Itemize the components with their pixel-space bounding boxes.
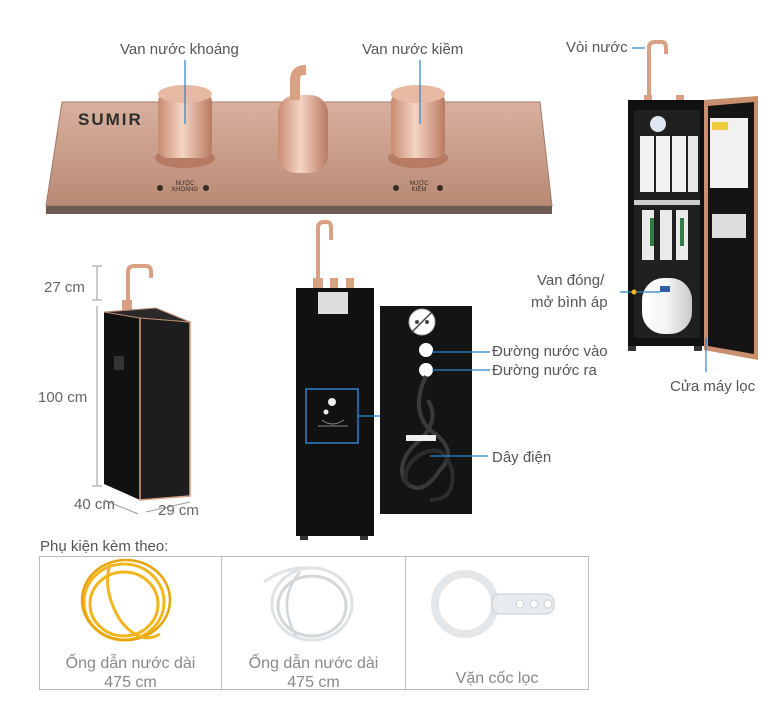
accessories-heading: Phụ kiện kèm theo: xyxy=(40,538,169,555)
accessory-name-line2: 475 cm xyxy=(104,674,157,691)
accessory-card: Ống dẫn nước dài 475 cm xyxy=(221,556,406,691)
cabinet-back-view xyxy=(296,220,380,540)
left-plate-text: NƯỚC KHOÁNG xyxy=(171,181,198,193)
connector-zoom xyxy=(380,306,490,514)
faucet-label: Vòi nước xyxy=(566,39,628,56)
yellow-tube-drawing xyxy=(80,558,172,642)
white-tube-drawing xyxy=(263,566,354,642)
cabinet-interior-view xyxy=(620,40,758,372)
accessory-card: Ống dẫn nước dài 475 cm xyxy=(39,556,222,691)
body-height-label: 100 cm xyxy=(38,389,88,406)
left-valve-knob xyxy=(155,85,215,168)
accessory-name-line1: Vặn cốc lọc xyxy=(455,670,539,687)
right-valve-knob xyxy=(388,85,448,168)
right-valve-label: Van nước kiềm xyxy=(362,41,464,58)
control-panel xyxy=(45,60,553,214)
width-label: 29 cm xyxy=(158,502,199,519)
depth-label: 40 cm xyxy=(74,496,115,513)
filter-door-label: Cửa máy lọc xyxy=(670,378,756,395)
pressure-valve-label-line2: mở bình áp xyxy=(531,294,608,311)
power-cord-label: Dây điện xyxy=(492,449,552,466)
left-valve-label: Van nước khoáng xyxy=(120,41,239,58)
filter-wrench-drawing xyxy=(431,570,555,638)
accessory-name-line2: 475 cm xyxy=(287,674,340,691)
faucet-base xyxy=(278,95,328,173)
right-plate-text: NƯỚC KIỀM xyxy=(409,181,429,193)
faucet-height-label: 27 cm xyxy=(44,279,85,296)
outlet-label: Đường nước ra xyxy=(492,362,597,379)
brand-logo-text: SUMIR xyxy=(78,110,143,129)
cabinet-dimension-view xyxy=(92,264,191,515)
pressure-valve-label-line1: Van đóng/ xyxy=(537,272,605,289)
inlet-label: Đường nước vào xyxy=(492,343,608,360)
accessory-name-line1: Ống dẫn nước dài xyxy=(65,655,196,672)
accessory-card: Vặn cốc lọc xyxy=(405,556,589,690)
accessory-name-line1: Ống dẫn nước dài xyxy=(248,655,379,672)
